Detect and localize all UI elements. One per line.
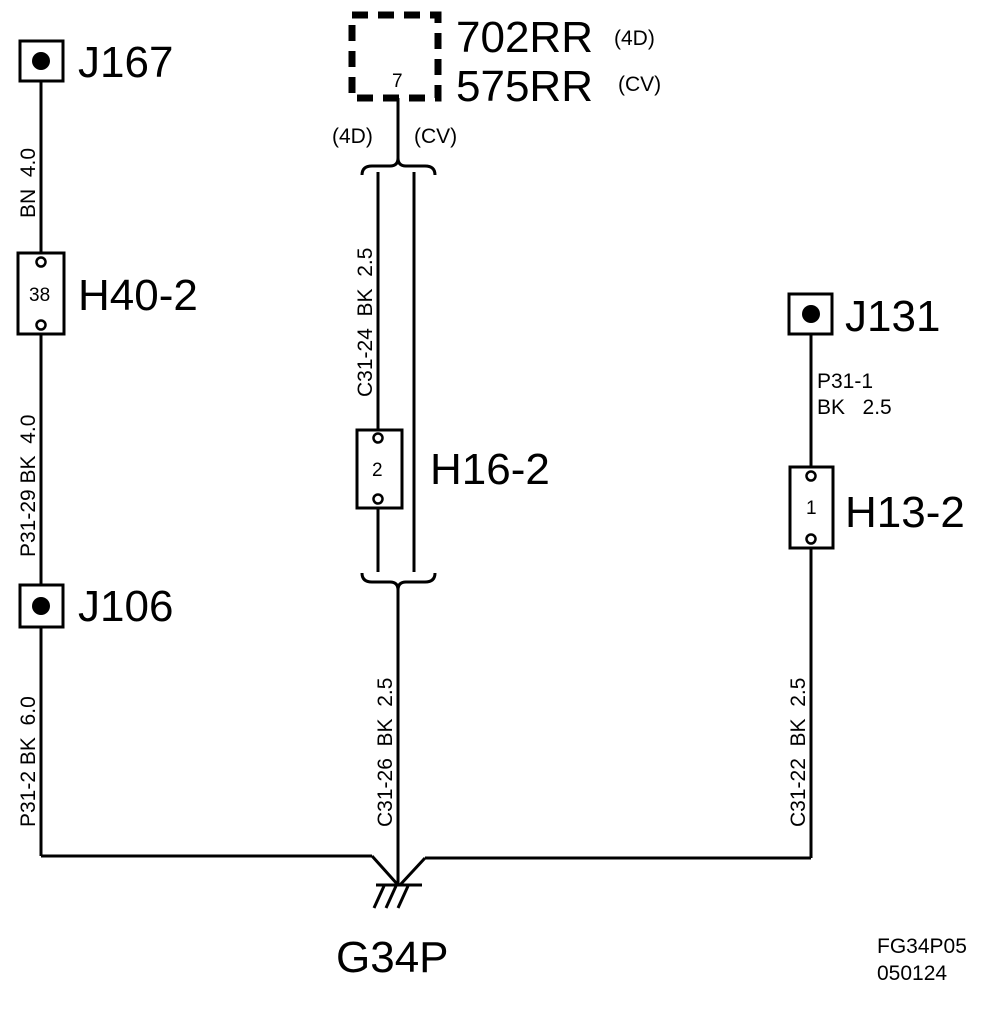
connector-h40-2 <box>16 251 66 336</box>
pin-1: 1 <box>806 498 817 519</box>
label-j167: J167 <box>78 38 173 87</box>
wire-label-c31-22: C31-22 BK 2.5 <box>787 678 810 827</box>
wire-label-p31-1-gauge: BK 2.5 <box>817 396 892 419</box>
label-j106: J106 <box>78 582 173 631</box>
label-575rr: 575RR <box>456 62 593 111</box>
label-702rr: 702RR <box>456 13 593 62</box>
figure-date: 050124 <box>877 962 947 985</box>
label-h40-2: H40-2 <box>78 271 198 320</box>
figure-code: FG34P05 <box>877 935 967 958</box>
label-h16-2: H16-2 <box>430 445 550 494</box>
label-575rr-variant: (CV) <box>618 73 661 96</box>
label-j131: J131 <box>845 292 940 341</box>
pin-7: 7 <box>392 71 403 92</box>
label-h13-2: H13-2 <box>845 488 965 537</box>
wire-label-p31-2: P31-2 BK 6.0 <box>17 696 40 827</box>
brace-top <box>360 157 437 176</box>
label-702rr-variant: (4D) <box>614 27 655 50</box>
connector-h13-2 <box>788 465 835 550</box>
wire-label-c31-26: C31-26 BK 2.5 <box>374 678 397 827</box>
pin-38: 38 <box>29 285 50 306</box>
connector-h16-2 <box>355 428 404 510</box>
label-g34p: G34P <box>336 933 449 982</box>
brace-bottom <box>360 572 437 591</box>
pin-2: 2 <box>372 460 383 481</box>
splice-j131 <box>787 292 834 336</box>
wire-right-to-ground <box>398 856 427 887</box>
wire-label-bn-4-0: BN 4.0 <box>17 148 40 218</box>
splice-j167 <box>18 39 65 83</box>
wire-label-c31-24: C31-24 BK 2.5 <box>354 248 377 397</box>
component-702rr-575rr <box>348 11 442 102</box>
label-branch-cv: (CV) <box>414 125 457 148</box>
label-branch-4d: (4D) <box>332 125 373 148</box>
wire-left-to-ground <box>370 854 400 887</box>
wire-label-p31-29: P31-29 BK 4.0 <box>17 415 40 557</box>
wire-label-p31-1: P31-1 <box>817 370 873 393</box>
ground-symbol <box>372 883 422 909</box>
splice-j106 <box>18 583 65 629</box>
